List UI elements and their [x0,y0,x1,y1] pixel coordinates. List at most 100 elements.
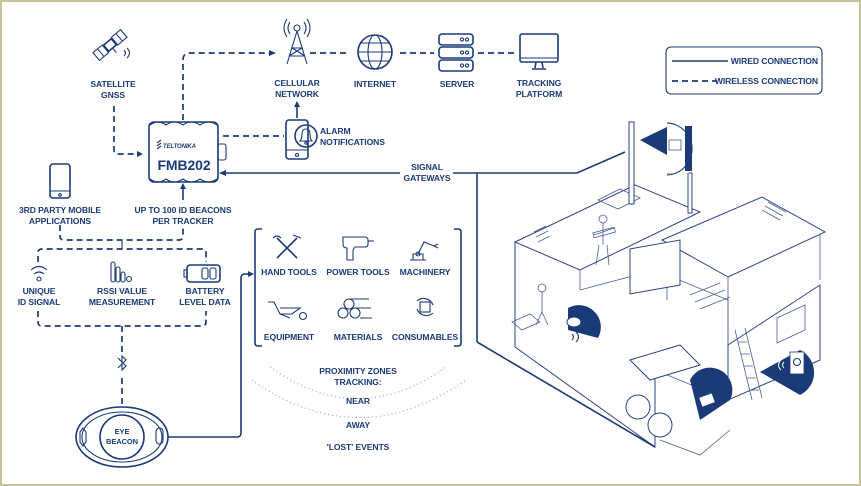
alarm-node: ALARM NOTIFICATIONS [285,119,385,160]
asset-label-power-tools: POWER TOOLS [326,267,390,277]
monitor-icon [519,33,559,70]
wifi-signal-icon [30,265,48,282]
arrowhead [180,183,186,189]
building-roof [513,184,702,271]
asset-label-consumables: CONSUMABLES [392,332,459,342]
tracking-node: TRACKING PLATFORM [516,33,562,99]
building-left-wall [514,242,656,448]
globe-icon [357,34,393,70]
bell-phone-icon [285,119,318,160]
satellite-link [113,106,140,155]
bulldozer [625,239,733,456]
unique-label: UNIQUE [23,286,56,296]
assets-panel: HAND TOOLS POWER TOOLS MACHINERY EQUIPME… [254,228,462,347]
beacon-label-1: EYE [115,427,130,436]
tracker-cellular-link [182,52,270,120]
steel-beams [689,282,731,310]
cell-tower-icon [283,18,311,65]
bluetooth-icon [117,354,127,372]
mobile-apps-node: 3RD PARTY MOBILE APPLICATIONS [19,163,102,226]
unique-id-node: UNIQUE ID SIGNAL [18,265,61,307]
wheelbarrow-icon [268,301,308,321]
pipes-icon [337,298,372,319]
beacon-callout-wheelbarrow [568,305,601,338]
arrowhead [137,151,143,157]
beacon-label-2: BEACON [106,437,138,446]
connections [37,50,626,438]
box-cycle-icon [416,297,434,317]
connector [217,143,227,161]
zone-lost-events: 'LOST' EVENTS [327,442,390,452]
satellite-label: SATELLITE [90,79,136,89]
tracker-brand: TELTONIKA [163,144,196,150]
satellite-icon [92,28,128,62]
apps-bracket [59,225,184,241]
assets-bracket-right [454,228,462,347]
hand-tools-icon [272,234,302,259]
beacon-assets-link [168,273,250,438]
arrowhead [269,50,276,56]
window [776,304,806,344]
zone-near: NEAR [346,396,371,406]
server-label: SERVER [440,79,475,89]
materials-pile [761,201,787,221]
gnss-label: GNSS [101,90,125,100]
rssi-label: RSSI VALUE [97,286,147,296]
asset-label-hand-tools: HAND TOOLS [261,267,317,277]
server-icon [438,33,474,72]
gateway-callout-pointer [640,127,667,155]
legend-wireless-label: WIRELESS CONNECTION [715,76,818,86]
upper-deck [660,196,827,278]
asset-label-machinery: MACHINERY [400,267,451,277]
zone-away: AWAY [346,420,370,430]
smartphone-icon [49,163,71,199]
asset-label-equipment: EQUIPMENT [264,332,315,342]
beacon-button-left [79,427,87,447]
notifications-label: NOTIFICATIONS [320,137,385,147]
signal-waves [123,47,131,59]
server-node: SERVER [438,33,475,89]
properties-box-bottom [37,311,207,327]
materials-pile [533,225,551,243]
drill-icon [342,236,374,261]
gateway-device [668,139,682,151]
robot-arm-icon [410,241,439,261]
tracker-model: FMB202 [157,157,210,173]
mobile-apps-label-2: APPLICATIONS [29,216,92,226]
roof-hatch [597,188,641,210]
gateways-label-2: GATEWAYS [404,173,451,183]
gateway-pole [628,121,635,205]
satellite-node: SATELLITE GNSS [90,28,136,100]
rssi-node: RSSI VALUE MEASUREMENT [89,261,156,307]
legend: WIRED CONNECTION WIRELESS CONNECTION [665,46,823,95]
internet-node: INTERNET [354,34,397,89]
properties-box-top [37,248,207,262]
network-label: NETWORK [275,89,320,99]
arrowhead [294,101,300,107]
proximity-title-1: PROXIMITY ZONES [319,366,397,376]
beacons-limit-label-2: PER TRACKER [153,216,215,226]
arrowhead [248,271,254,277]
assets-bracket-left [254,228,262,347]
cellular-node: CELLULAR NETWORK [274,18,321,99]
battery-node: BATTERY LEVEL DATA [179,264,231,307]
tracker-device: TELTONIKA FMB202 [148,121,227,183]
ladder [734,327,763,401]
id-signal-label: ID SIGNAL [18,297,61,307]
teltonika-logo-icon [156,139,162,150]
cellular-label: CELLULAR [274,78,320,88]
measurement-label: MEASUREMENT [89,297,156,307]
gateway-building-link [453,151,626,174]
site-boundary [476,341,656,448]
bars-icon [110,261,133,283]
platform-label: PLATFORM [516,89,562,99]
beacons-limit-label-1: UP TO 100 ID BEACONS [134,205,231,215]
mobile-apps-label-1: 3RD PARTY MOBILE [19,205,101,215]
construction-site-illustration [476,121,827,456]
battery-icon [183,264,221,283]
proximity-zones: PROXIMITY ZONES TRACKING: NEAR AWAY 'LOS… [251,366,467,452]
tracking-label: TRACKING [517,78,562,88]
level-data-label: LEVEL DATA [179,297,231,307]
alarm-label: ALARM [320,126,351,136]
